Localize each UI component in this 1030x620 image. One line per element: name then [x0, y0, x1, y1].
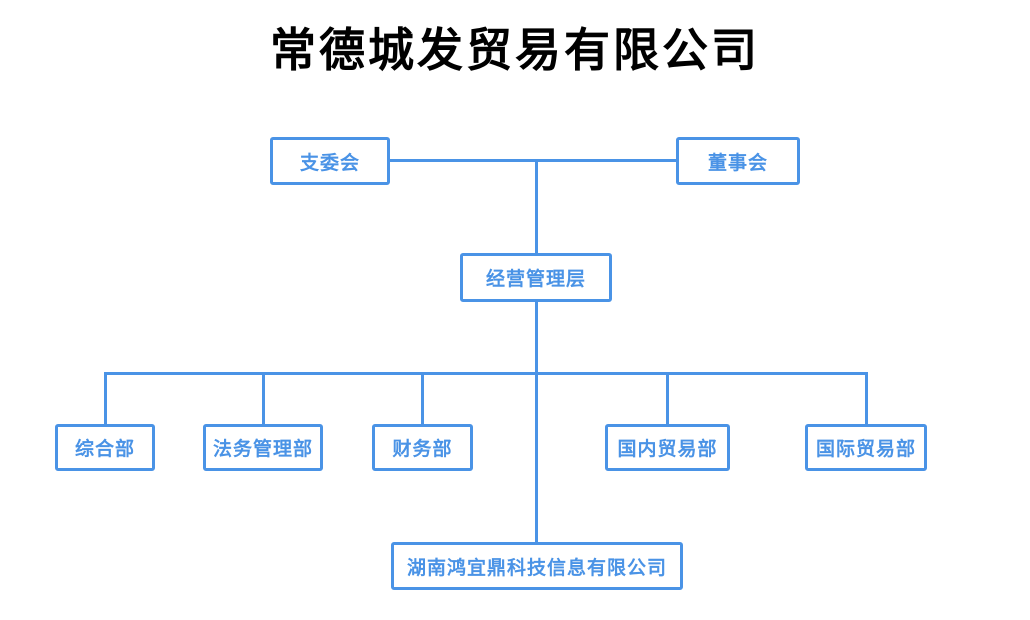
org-node-party-committee: 支委会 — [270, 137, 390, 185]
connector-drop-domestic-trade — [666, 372, 669, 424]
org-node-label: 经营管理层 — [485, 269, 586, 290]
org-node-legal-dept: 法务管理部 — [203, 424, 323, 471]
connector-drop-international-trade — [865, 372, 868, 424]
org-node-label: 董事会 — [707, 152, 768, 174]
connector-top-to-management — [535, 159, 538, 253]
org-node-label: 财务部 — [392, 439, 453, 460]
org-node-management-layer: 经营管理层 — [460, 253, 612, 302]
chart-title: 常德城发贸易有限公司 — [270, 23, 760, 77]
org-node-label: 国内贸易部 — [617, 439, 718, 460]
connector-bus-horizontal — [104, 372, 868, 375]
org-node-label: 湖南鸿宜鼎科技信息有限公司 — [406, 557, 667, 579]
connector-top-horizontal — [390, 159, 676, 162]
org-node-subsidiary-company: 湖南鸿宜鼎科技信息有限公司 — [391, 542, 683, 590]
org-node-label: 支委会 — [299, 152, 360, 174]
connector-drop-general-dept — [104, 372, 107, 424]
org-node-general-dept: 综合部 — [55, 424, 155, 471]
org-node-label: 法务管理部 — [212, 439, 313, 460]
connector-drop-finance-dept — [421, 372, 424, 424]
org-node-domestic-trade-dept: 国内贸易部 — [605, 424, 730, 471]
org-node-international-trade-dept: 国际贸易部 — [805, 424, 927, 471]
connector-bus-to-subsidiary — [535, 372, 538, 542]
connector-drop-legal-dept — [262, 372, 265, 424]
connector-management-to-bus — [535, 302, 538, 372]
org-node-label: 综合部 — [74, 439, 135, 460]
org-node-label: 国际贸易部 — [815, 439, 916, 460]
org-node-finance-dept: 财务部 — [372, 424, 473, 471]
org-node-board-of-directors: 董事会 — [676, 137, 800, 185]
